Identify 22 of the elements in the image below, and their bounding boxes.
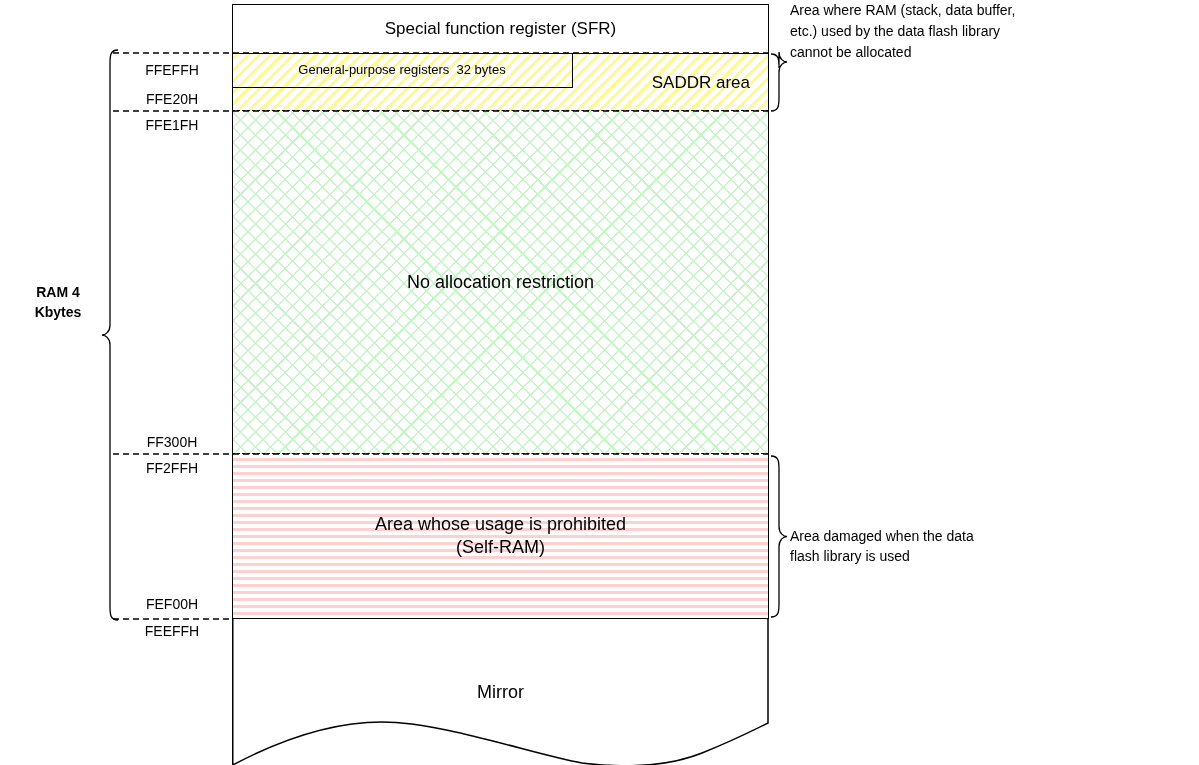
region-label: General-purpose registers 32 bytes bbox=[298, 61, 506, 79]
annotation-text: Area damaged when the data flash library is used bbox=[790, 527, 975, 566]
address-label: FFE1FH bbox=[144, 116, 200, 134]
sfr-region bbox=[232, 4, 769, 54]
register-block bbox=[231, 52, 573, 88]
region-label: SADDR area bbox=[651, 72, 750, 94]
address-label: FEEFFH bbox=[143, 622, 201, 640]
address-label: FFEFFH bbox=[144, 61, 200, 79]
annotation-text: Area where RAM (stack, data buffer, etc.) used by the data flash library cannot be allocated bbox=[790, 1, 1017, 62]
saddr-region bbox=[232, 53, 769, 111]
ram-size-label: RAM 4 Kbytes bbox=[33, 283, 83, 322]
address-label: FF2FFH bbox=[144, 459, 200, 477]
address-label: FEF00H bbox=[144, 595, 200, 613]
region-label: Special function register (SFR) bbox=[384, 18, 617, 41]
region-label: No allocation restriction bbox=[406, 271, 595, 294]
address-label: FF300H bbox=[145, 433, 199, 451]
region-label: Area whose usage is prohibited (Self-RAM) bbox=[373, 512, 628, 559]
mirror-region bbox=[232, 619, 769, 765]
prohibited-region bbox=[232, 454, 769, 619]
address-label: FFE20H bbox=[144, 90, 200, 108]
region-label: Mirror bbox=[477, 681, 524, 704]
unrestricted-region bbox=[232, 111, 769, 454]
